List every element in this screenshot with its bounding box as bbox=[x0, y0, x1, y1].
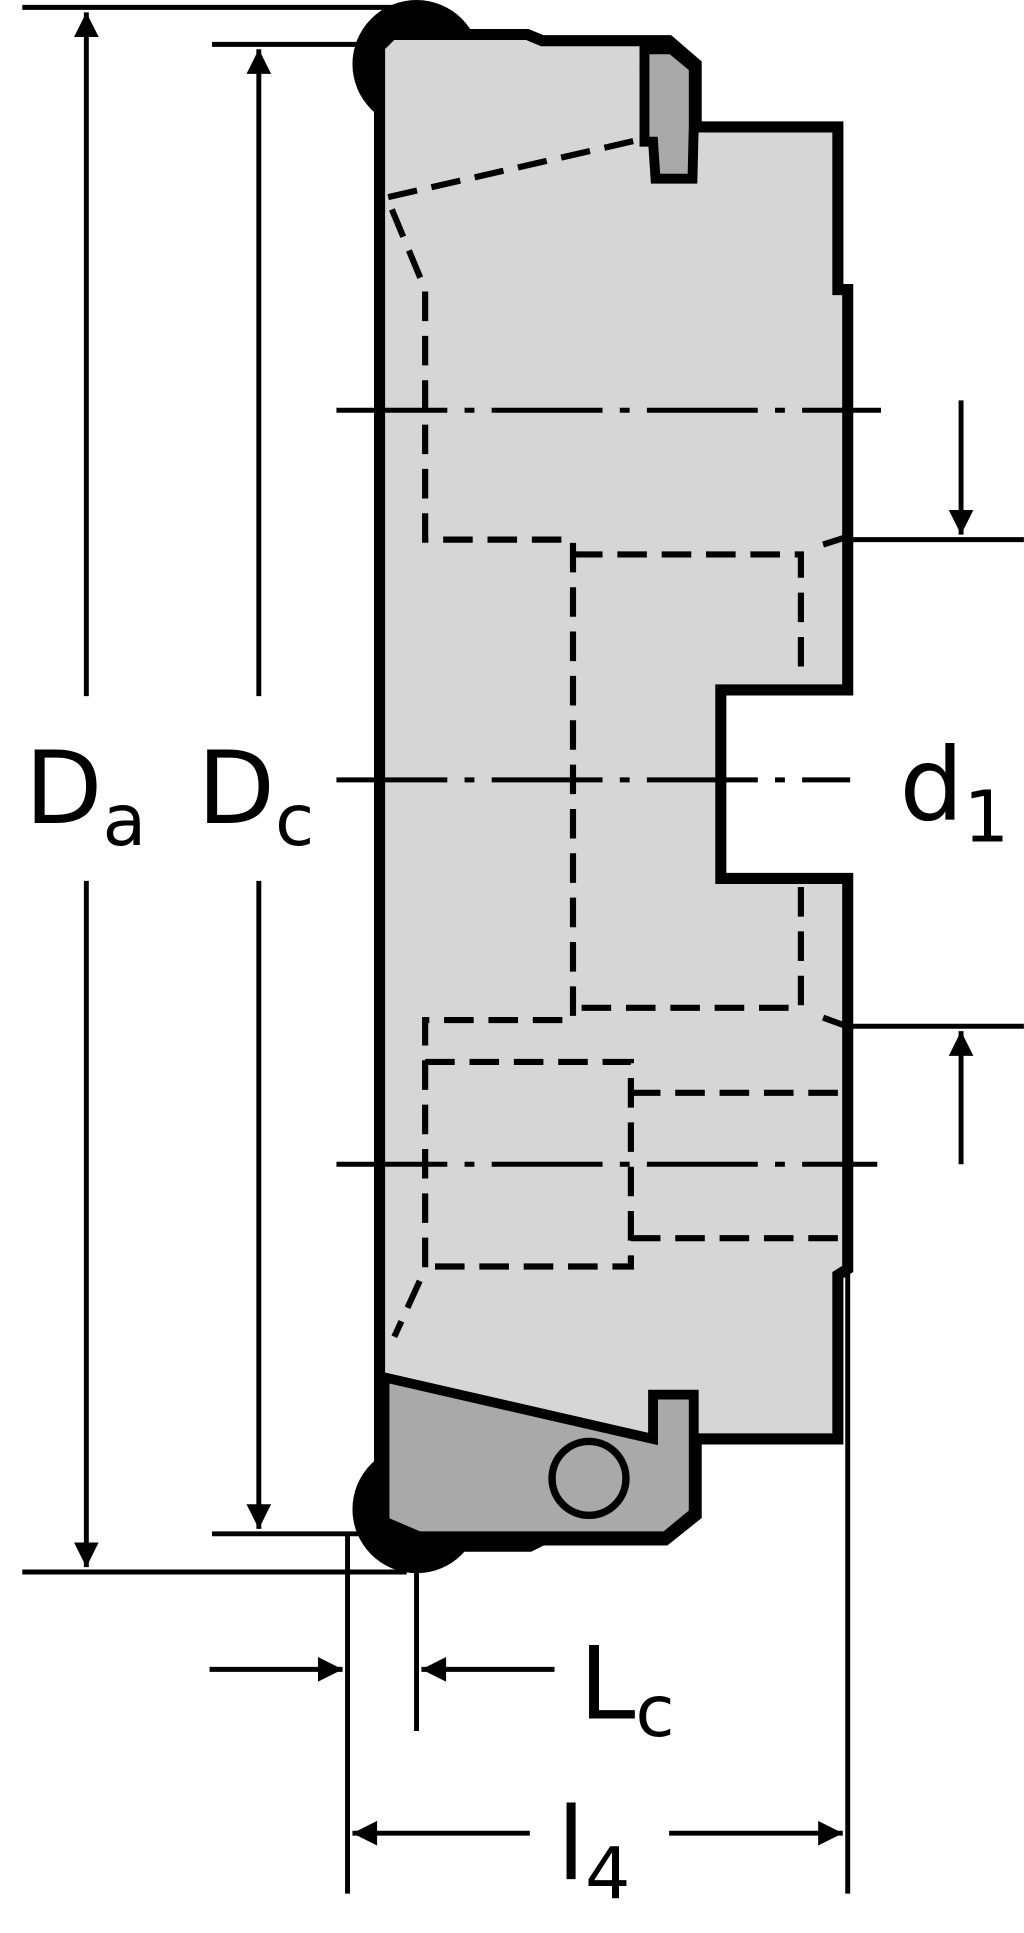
label-da: Da bbox=[25, 729, 147, 862]
insert-screw bbox=[548, 1437, 630, 1520]
bottom-insert bbox=[379, 1371, 699, 1542]
label-dc: Dc bbox=[197, 729, 314, 862]
dimension-lines bbox=[74, 12, 974, 1846]
label-lc: Lc bbox=[579, 1625, 675, 1753]
top-insert bbox=[639, 44, 699, 184]
cutter-body bbox=[374, 28, 854, 1552]
center-lines bbox=[336, 407, 881, 1167]
label-l4: l4 bbox=[557, 1785, 631, 1916]
extension-lines bbox=[22, 4, 1024, 1894]
label-d1: d1 bbox=[899, 725, 1009, 858]
